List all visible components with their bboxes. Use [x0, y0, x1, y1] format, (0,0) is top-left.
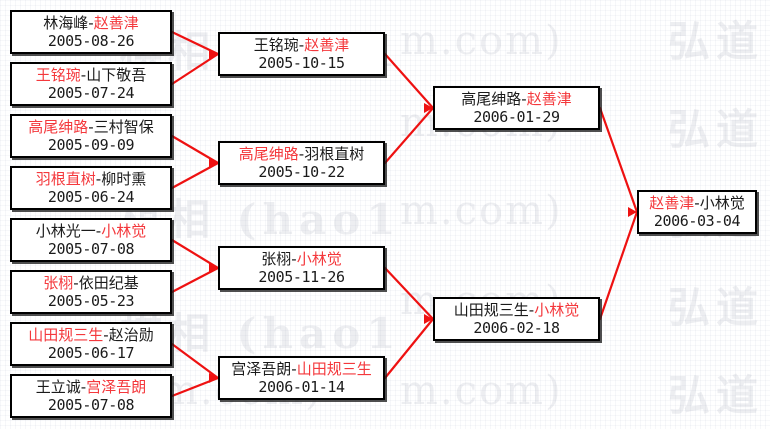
- pairing-separator: -: [291, 360, 297, 379]
- match-pairing: 林海峰-赵善津: [43, 15, 138, 32]
- match-date: 2006-02-18: [473, 318, 560, 337]
- match-loser: 王立诚: [35, 378, 81, 397]
- pairing-separator: -: [694, 194, 700, 213]
- match-date: 2005-10-15: [258, 53, 345, 72]
- match-date: 2005-09-09: [47, 135, 135, 154]
- pairing-separator: -: [291, 250, 297, 269]
- match-date: 2005-07-08: [47, 239, 135, 258]
- pairing-separator: -: [95, 170, 102, 189]
- match-pairing: 赵善津-小林觉: [649, 195, 744, 212]
- match-pairing: 高尾绅路-羽根直树: [239, 146, 364, 163]
- match-date: 2006-01-14: [258, 377, 345, 396]
- match-date: 2005-06-17: [47, 343, 135, 362]
- match-winner: 高尾绅路: [28, 118, 89, 137]
- pairing-separator: -: [88, 118, 94, 137]
- pairing-separator: -: [95, 222, 102, 241]
- match-pairing: 王立诚-宫泽吾朗: [36, 379, 146, 396]
- match-date: 2005-05-23: [47, 291, 135, 310]
- match-winner: 山田规三生: [28, 326, 104, 345]
- match-date: 2005-10-22: [258, 162, 345, 181]
- match-pairing: 山田规三生-赵治勋: [28, 327, 153, 344]
- match-winner: 山田规三生: [296, 360, 372, 379]
- match-loser: 宫泽吾朗: [231, 360, 292, 379]
- match-date: 2006-01-29: [473, 107, 560, 126]
- match-loser: 山田规三生: [453, 301, 529, 320]
- match-winner: 小林觉: [101, 222, 147, 241]
- match-loser: 依田纪基: [78, 274, 139, 293]
- match-winner: 赵善津: [93, 14, 139, 33]
- match-winner: 宫泽吾朗: [86, 378, 147, 397]
- match-date: 2005-11-26: [258, 267, 345, 286]
- match-winner: 赵善津: [304, 36, 350, 55]
- pairing-separator: -: [528, 301, 535, 320]
- match-loser: 三村智保: [93, 118, 154, 137]
- match-winner: 赵善津: [649, 194, 695, 213]
- match-date: 2006-03-04: [653, 211, 741, 230]
- pairing-separator: -: [73, 274, 79, 293]
- match-pairing: 张栩-依田纪基: [43, 275, 138, 292]
- match-loser: 柳时熏: [101, 170, 147, 189]
- match-pairing: 王铭琬-山下敬吾: [36, 67, 146, 84]
- match-pairing: 张栩-小林觉: [261, 251, 341, 268]
- pairing-separator: -: [298, 36, 305, 55]
- match-pairing: 高尾绅路-三村智保: [28, 119, 153, 136]
- match-winner: 王铭琬: [35, 66, 81, 85]
- pairing-separator: -: [298, 145, 305, 164]
- match-loser: 小林光一: [35, 222, 96, 241]
- match-loser: 林海峰: [43, 14, 89, 33]
- match-loser: 王铭琬: [253, 36, 299, 55]
- match-winner: 赵善津: [526, 90, 572, 109]
- match-loser: 山下敬吾: [86, 66, 147, 85]
- match-winner: 小林觉: [296, 250, 342, 269]
- match-loser: 羽根直树: [304, 145, 365, 164]
- match-winner: 羽根直树: [35, 170, 96, 189]
- pairing-separator: -: [88, 14, 94, 33]
- match-date: 2005-07-08: [47, 395, 135, 414]
- match-loser: 高尾绅路: [461, 90, 522, 109]
- match-pairing: 王铭琬-赵善津: [254, 37, 349, 54]
- match-winner: 张栩: [43, 274, 74, 293]
- pairing-separator: -: [80, 378, 87, 397]
- match-pairing: 山田规三生-小林觉: [454, 302, 579, 319]
- match-pairing: 羽根直树-柳时熏: [36, 171, 146, 188]
- match-loser: 小林觉: [699, 194, 745, 213]
- match-date: 2005-07-24: [47, 83, 135, 102]
- pairing-separator: -: [521, 90, 527, 109]
- match-loser: 张栩: [261, 250, 292, 269]
- match-winner: 小林觉: [534, 301, 580, 320]
- match-date: 2005-06-24: [47, 187, 135, 206]
- pairing-separator: -: [103, 326, 109, 345]
- match-winner: 高尾绅路: [238, 145, 299, 164]
- match-loser: 赵治勋: [108, 326, 154, 345]
- match-date: 2005-08-26: [47, 31, 135, 50]
- match-pairing: 小林光一-小林觉: [36, 223, 146, 240]
- match-pairing: 宫泽吾朗-山田规三生: [231, 361, 371, 378]
- match-pairing: 高尾绅路-赵善津: [461, 91, 571, 108]
- pairing-separator: -: [80, 66, 87, 85]
